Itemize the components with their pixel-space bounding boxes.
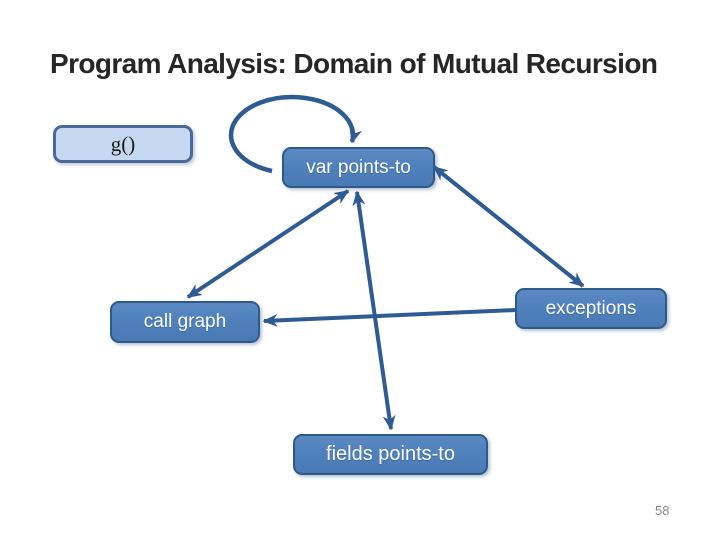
node-var-points-to: var points-to xyxy=(282,147,435,188)
page-number: 58 xyxy=(655,503,670,518)
node-g-function: g() xyxy=(53,125,193,163)
edge-call-graph-var-points-to-arrow xyxy=(186,189,350,299)
slide-title: Program Analysis: Domain of Mutual Recur… xyxy=(50,48,658,79)
node-fields-points-to: fields points-to xyxy=(293,434,488,475)
edge-var-points-to-exceptions-arrow xyxy=(432,165,585,288)
node-g-function-label: g() xyxy=(110,131,136,156)
node-call-graph: call graph xyxy=(110,301,260,343)
node-fields-points-to-label: fields points-to xyxy=(326,443,455,465)
edge-exceptions-call-graph-arrow xyxy=(262,308,517,327)
node-call-graph-label: call graph xyxy=(143,311,227,332)
node-exceptions-label: exceptions xyxy=(545,297,637,319)
node-exceptions: exceptions xyxy=(515,288,667,329)
node-var-points-to-label: var points-to xyxy=(306,156,411,178)
edge-var-points-to-fields-points-to-arrow xyxy=(352,190,396,431)
